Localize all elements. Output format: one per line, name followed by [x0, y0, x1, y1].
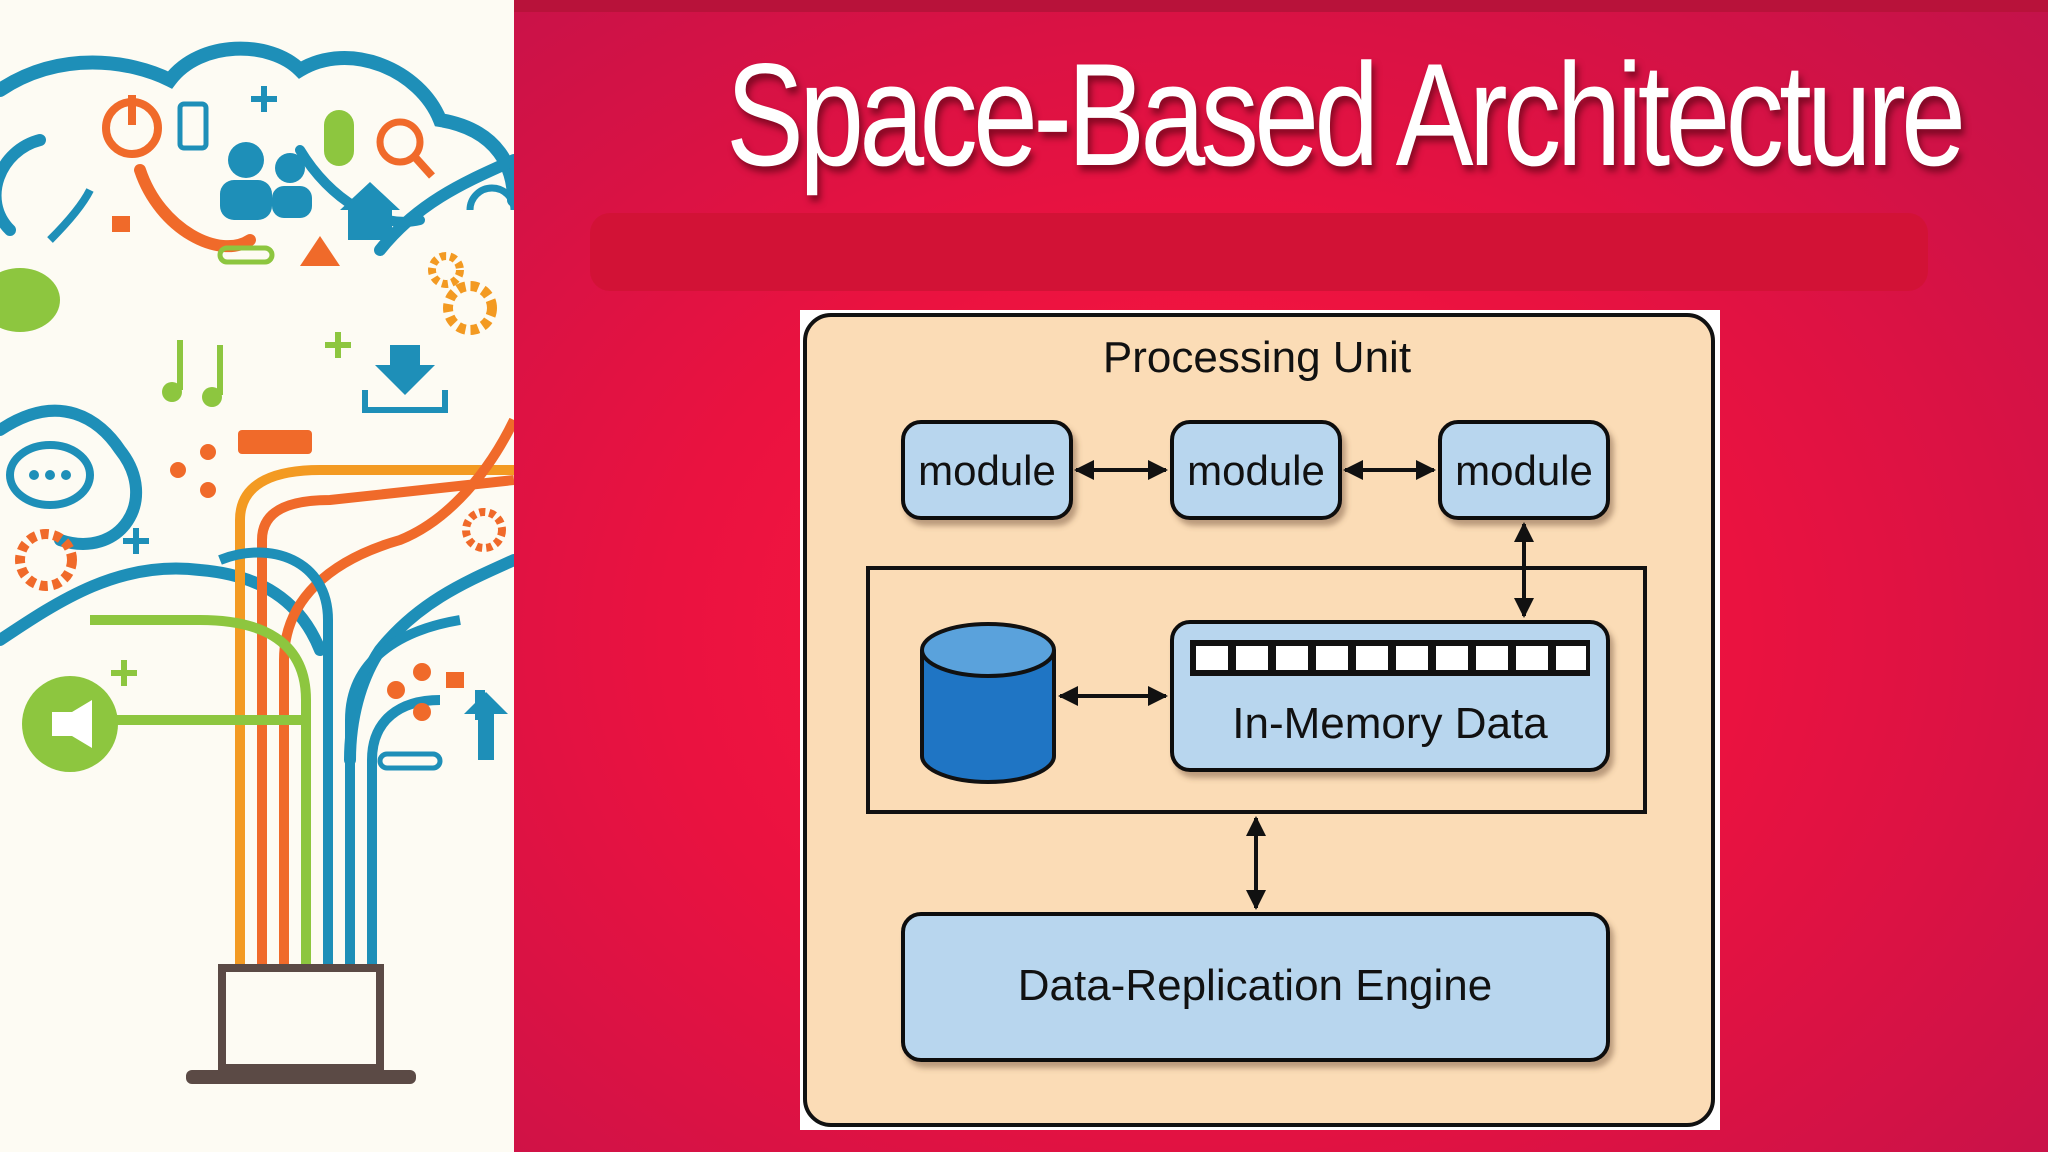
top-strip	[514, 0, 2048, 12]
data-replication-engine-label: Data-Replication Engine	[1018, 961, 1493, 1010]
search-icon	[376, 118, 435, 179]
module-box-1: module	[901, 420, 1073, 520]
tech-tree-illustration	[0, 41, 514, 1084]
download-icon	[362, 345, 448, 413]
gear-icon	[15, 252, 506, 591]
module-label-2: module	[1187, 447, 1325, 494]
module-label-1: module	[918, 447, 1056, 494]
data-grid-container	[866, 566, 1647, 814]
database-icon	[920, 622, 1056, 784]
title-underline-bar	[590, 213, 1928, 291]
processing-unit-label: Processing Unit	[1103, 333, 1411, 382]
laptop-icon	[186, 964, 416, 1084]
link-icon	[217, 245, 443, 771]
users-icon	[220, 142, 312, 220]
decorative-illustration	[0, 0, 514, 1152]
arrow-up-icon	[464, 692, 508, 760]
data-replication-engine-box: Data-Replication Engine	[901, 912, 1610, 1062]
phone-icon	[177, 101, 209, 151]
chat-bubble-icon	[0, 268, 94, 509]
memory-cells	[1196, 646, 1586, 670]
power-icon	[102, 95, 162, 158]
home-icon	[340, 182, 400, 240]
module-box-3: module	[1438, 420, 1610, 520]
module-box-2: module	[1170, 420, 1342, 520]
in-memory-data-label: In-Memory Data	[1232, 699, 1548, 748]
slide-title: Space-Based Architecture	[726, 33, 1966, 196]
keyboard-icon	[238, 430, 312, 454]
module-label-3: module	[1455, 447, 1593, 494]
lock-icon	[112, 216, 464, 688]
satellite-dish-icon	[47, 188, 94, 243]
share-icon	[170, 444, 431, 721]
megaphone-icon	[22, 676, 118, 772]
plus-icon	[111, 86, 351, 686]
headphones-icon	[466, 184, 514, 211]
warning-icon	[300, 236, 340, 266]
in-memory-data-box: In-Memory Data	[1170, 620, 1610, 772]
architecture-diagram: Processing Unit module module module	[800, 310, 1720, 1130]
mouse-icon	[324, 110, 354, 166]
music-note-icon	[162, 340, 223, 407]
